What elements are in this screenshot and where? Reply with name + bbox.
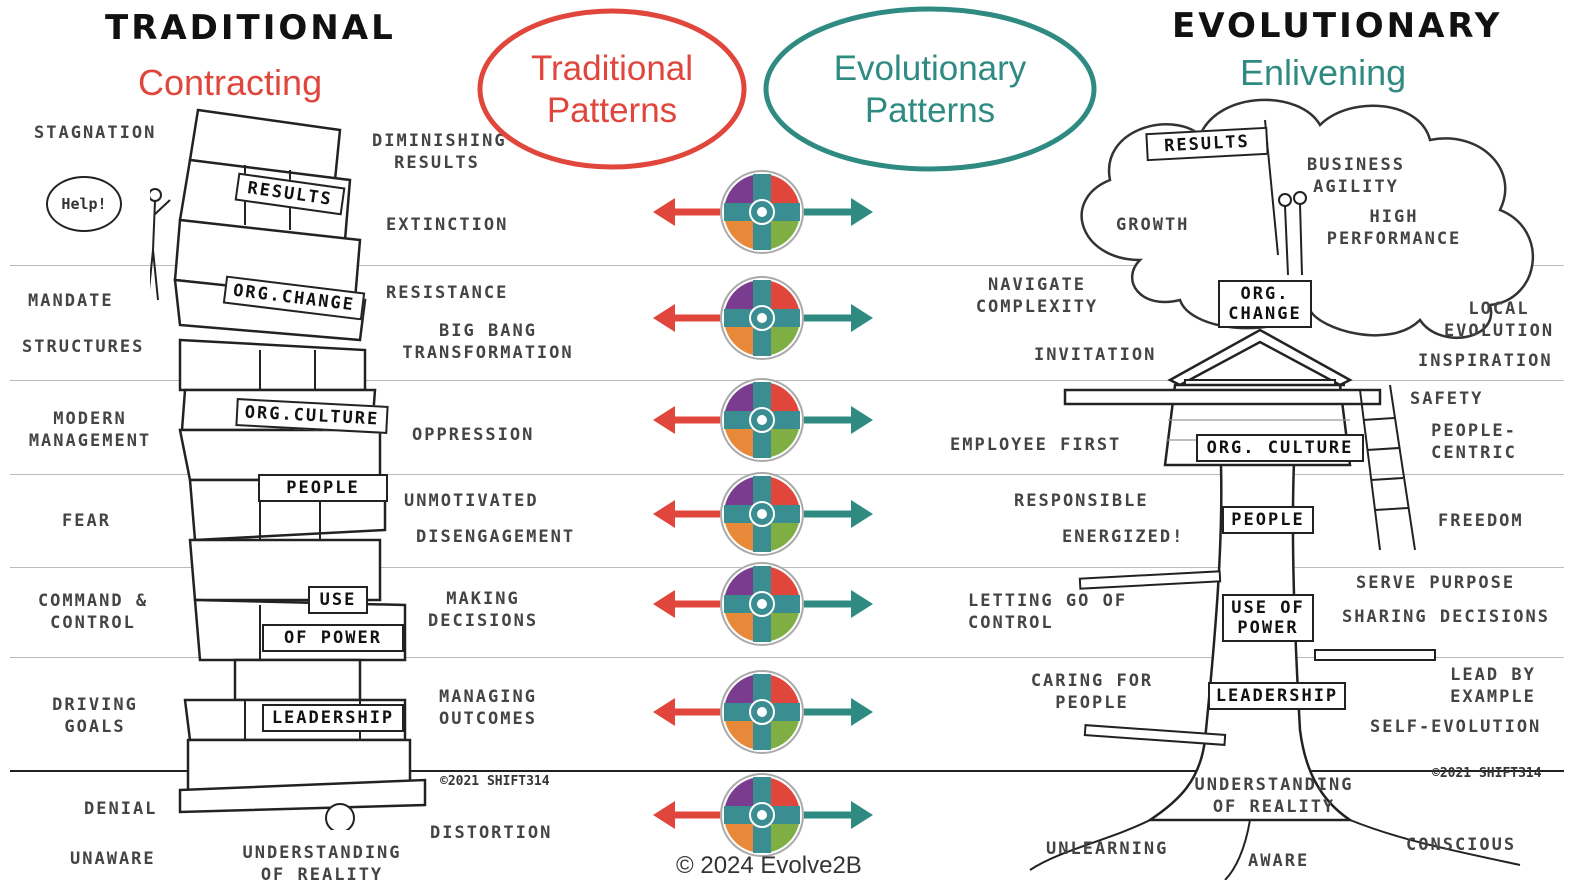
right-block-org-culture: ORG. CULTURE: [1196, 434, 1364, 462]
label-people-centric: PEOPLE- CENTRIC: [1431, 421, 1517, 463]
pattern-wheel-icon: [653, 276, 873, 360]
pattern-wheel-icon: [653, 773, 873, 857]
label-driving-goals: DRIVING GOALS: [52, 695, 138, 737]
left-block-of-power: OF POWER: [262, 624, 404, 652]
help-speech-bubble: Help!: [46, 176, 122, 232]
ground-line: [10, 770, 1564, 772]
label-responsible: RESPONSIBLE: [1014, 491, 1149, 511]
label-unmotivated: UNMOTIVATED: [404, 491, 539, 511]
pattern-wheel-icon: [653, 562, 873, 646]
label-letting-go: LETTING GO OF CONTROL: [968, 591, 1128, 633]
label-modern-management: MODERN MANAGEMENT: [28, 409, 152, 451]
right-copyright: ©2021 SHIFT314: [1432, 766, 1542, 781]
label-oppression: OPPRESSION: [412, 425, 535, 445]
label-employee-first: EMPLOYEE FIRST: [950, 435, 1122, 455]
label-invitation: INVITATION: [1034, 345, 1157, 365]
row-divider: [10, 657, 1564, 658]
label-lead-by-example: LEAD BY EXAMPLE: [1450, 665, 1536, 707]
label-high-performance: HIGH PERFORMANCE: [1326, 207, 1462, 249]
label-energized: ENERGIZED!: [1062, 527, 1185, 547]
label-caring: CARING FOR PEOPLE: [1030, 671, 1154, 713]
row-divider: [10, 567, 1564, 568]
left-title: TRADITIONAL: [105, 8, 396, 48]
label-command-control: COMMAND & CONTROL: [37, 591, 149, 633]
left-copyright: ©2021 SHIFT314: [440, 774, 550, 789]
center-copyright: © 2024 Evolve2B: [676, 852, 862, 879]
right-title: EVOLUTIONARY: [1172, 6, 1503, 46]
left-subtitle: Contracting: [138, 62, 323, 103]
label-unaware: UNAWARE: [70, 849, 156, 869]
pattern-wheel-icon: [653, 472, 873, 556]
pattern-wheel-icon: [653, 670, 873, 754]
pattern-wheel-icon: [653, 378, 873, 462]
label-making-decisions: MAKING DECISIONS: [428, 589, 539, 631]
right-block-org-change: ORG. CHANGE: [1218, 280, 1312, 328]
label-fear: FEAR: [62, 511, 111, 531]
row-divider: [10, 474, 1564, 475]
label-inspiration: INSPIRATION: [1418, 351, 1553, 371]
label-resistance: RESISTANCE: [386, 283, 509, 303]
traditional-patterns-oval: [477, 8, 747, 170]
label-safety: SAFETY: [1410, 389, 1484, 409]
label-disengagement: DISENGAGEMENT: [416, 527, 576, 547]
label-aware: AWARE: [1248, 851, 1310, 871]
label-conscious: CONSCIOUS: [1406, 835, 1517, 855]
left-block-use: USE: [308, 586, 368, 614]
label-distortion: DISTORTION: [430, 823, 553, 843]
treehouse-illustration: [1029, 98, 1535, 880]
right-block-use-of-power: USE OF POWER: [1222, 594, 1314, 642]
evolutionary-patterns-oval: [763, 6, 1097, 172]
label-unlearning: UNLEARNING: [1046, 839, 1169, 859]
left-block-people: PEOPLE: [258, 474, 388, 502]
label-structures: STRUCTURES: [22, 337, 145, 357]
label-diminishing-results: DIMINISHING RESULTS: [372, 131, 507, 173]
label-local-evolution: LOCAL EVOLUTION: [1443, 299, 1555, 341]
traditional-patterns-label: Traditional Patterns: [530, 49, 694, 130]
label-stagnation: STAGNATION: [34, 123, 157, 143]
label-mandate: MANDATE: [28, 291, 114, 311]
row-divider: [10, 265, 1564, 266]
label-growth: GROWTH: [1116, 215, 1190, 235]
label-denial: DENIAL: [84, 799, 158, 819]
right-block-leadership: LEADERSHIP: [1208, 682, 1346, 710]
right-block-understanding: UNDERSTANDING OF REALITY: [1194, 775, 1354, 817]
right-block-people: PEOPLE: [1222, 506, 1314, 534]
right-subtitle: Enlivening: [1240, 52, 1407, 93]
label-freedom: FREEDOM: [1438, 511, 1524, 531]
row-divider: [10, 380, 1564, 381]
pattern-wheel-icon: [653, 170, 873, 254]
evolutionary-patterns-label: Evolutionary Patterns: [833, 49, 1027, 130]
label-self-evolution: SELF-EVOLUTION: [1370, 717, 1542, 737]
left-block-leadership: LEADERSHIP: [262, 704, 404, 732]
label-sharing-decisions: SHARING DECISIONS: [1342, 607, 1550, 627]
label-extinction: EXTINCTION: [386, 215, 509, 235]
label-serve-purpose: SERVE PURPOSE: [1356, 573, 1516, 593]
label-big-bang: BIG BANG TRANSFORMATION: [402, 321, 574, 363]
left-block-understanding: UNDERSTANDING OF REALITY: [242, 843, 402, 885]
label-navigate-complexity: NAVIGATE COMPLEXITY: [975, 275, 1099, 317]
jenga-tower-illustration: [150, 108, 427, 830]
label-business-agility: BUSINESS AGILITY: [1307, 155, 1405, 197]
label-managing-outcomes: MANAGING OUTCOMES: [439, 687, 537, 729]
